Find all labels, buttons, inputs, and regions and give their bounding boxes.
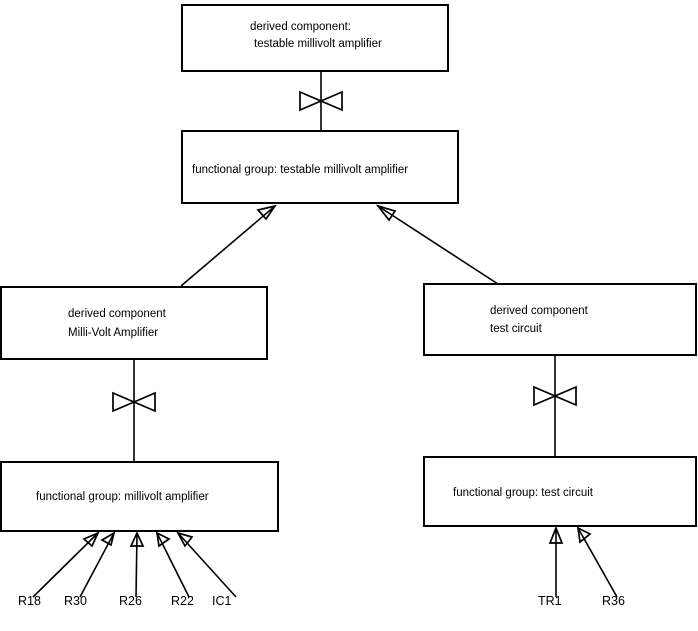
- arrow-line-r22: [156, 532, 190, 598]
- arrow-head-right-derived-to-top-functional: [375, 204, 397, 222]
- box-left-derived-component[interactable]: derived component Milli-Volt Amplifier: [0, 286, 268, 360]
- box-right-functional-group[interactable]: functional group: test circuit: [423, 456, 697, 527]
- box-left-functional-group-rect[interactable]: [0, 461, 279, 532]
- bowtie-right: [533, 385, 577, 407]
- arrow-line-left-derived-to-top-functional: [180, 205, 276, 287]
- leaf-label-ic1: IC1: [212, 594, 232, 608]
- leaf-label-tr1: TR1: [538, 594, 562, 608]
- arrow-line-right-derived-to-top-functional: [377, 205, 502, 287]
- arrow-line-r26: [135, 532, 138, 598]
- box-top-functional-group-label: functional group: testable millivolt amp…: [192, 164, 408, 176]
- box-right-derived-component-line1: derived component: [490, 305, 589, 317]
- box-right-derived-component[interactable]: derived component test circuit: [423, 283, 697, 356]
- arrow-head-r26: [129, 530, 145, 547]
- arrow-line-r18: [32, 532, 99, 598]
- box-top-derived-component-line1: derived component:: [250, 21, 351, 33]
- leaf-label-r22: R22: [171, 594, 194, 608]
- box-top-derived-component-rect[interactable]: [181, 4, 449, 72]
- box-top-derived-component[interactable]: derived component: testable millivolt am…: [181, 4, 449, 72]
- bowtie-left: [112, 391, 156, 413]
- arrow-line-r30: [79, 532, 115, 598]
- arrow-head-r30: [100, 531, 116, 547]
- box-left-derived-component-rect[interactable]: [0, 286, 268, 360]
- leaf-label-r26: R26: [119, 594, 142, 608]
- box-top-functional-group-rect[interactable]: [181, 130, 459, 204]
- arrow-head-tr1: [548, 525, 564, 544]
- box-right-derived-component-line2: test circuit: [490, 323, 543, 335]
- arrow-head-r18: [82, 531, 100, 548]
- arrow-head-r36: [576, 526, 592, 544]
- arrow-line-r36: [577, 527, 618, 598]
- box-left-functional-group[interactable]: functional group: millivolt amplifier: [0, 461, 279, 532]
- leaf-label-r36: R36: [602, 594, 625, 608]
- bowtie-top: [299, 90, 343, 112]
- box-right-functional-group-label: functional group: test circuit: [453, 487, 594, 499]
- leaf-label-r30: R30: [64, 594, 87, 608]
- box-left-functional-group-label: functional group: millivolt amplifier: [36, 491, 209, 503]
- arrow-head-left-derived-to-top-functional: [256, 204, 277, 221]
- box-top-functional-group[interactable]: functional group: testable millivolt amp…: [181, 130, 459, 204]
- arrow-head-r22: [155, 531, 171, 548]
- box-right-derived-component-rect[interactable]: [423, 283, 697, 356]
- box-left-derived-component-line1: derived component: [68, 308, 167, 320]
- arrow-head-ic1: [176, 531, 194, 548]
- box-right-functional-group-rect[interactable]: [423, 456, 697, 527]
- leaf-label-r18: R18: [18, 594, 41, 608]
- box-top-derived-component-line2: testable millivolt amplifier: [254, 38, 382, 50]
- box-left-derived-component-line2: Milli-Volt Amplifier: [68, 327, 158, 339]
